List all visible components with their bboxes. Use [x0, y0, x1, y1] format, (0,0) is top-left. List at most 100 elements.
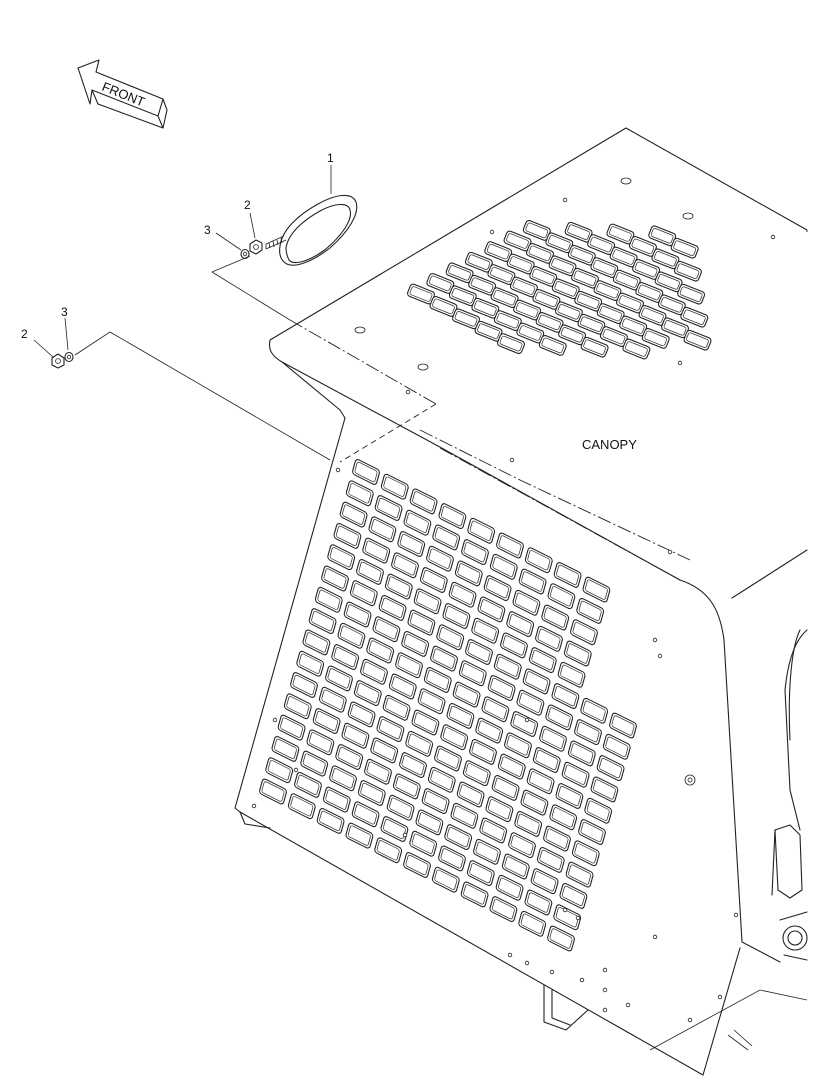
panel-vent-slot	[524, 889, 553, 916]
panel-vent-slot	[456, 781, 485, 808]
panel-vent-slot	[596, 755, 625, 782]
panel-vent-slot	[467, 517, 496, 544]
panel-vent-slot	[539, 725, 567, 752]
panel-vent-slot	[602, 733, 631, 760]
panel-vent-slot	[401, 630, 430, 657]
panel-vent-slot	[444, 824, 473, 851]
panel-vent-slot	[374, 495, 403, 521]
roof-vent-slot	[622, 338, 651, 360]
panel-vent-slot	[584, 797, 613, 824]
panel-vent-slot	[512, 589, 541, 616]
panel-vent-slot	[475, 717, 504, 744]
panel-vent-slot	[454, 560, 483, 587]
panel-vent-slot	[364, 758, 392, 785]
panel-vent-slot	[489, 553, 518, 580]
panel-vent-slot	[312, 708, 341, 734]
panel-vent-slot	[384, 573, 413, 600]
panel-vent-slot	[565, 861, 594, 888]
panel-vent-slot	[450, 802, 479, 829]
panel-vent-slot	[337, 622, 366, 649]
panel-vent-slot	[438, 845, 466, 872]
panel-vent-slot	[436, 624, 465, 651]
panel-vent-slot	[339, 501, 368, 528]
panel-vent-slot	[432, 524, 461, 551]
panel-vent-slot	[265, 757, 294, 784]
panel-vent-slot	[347, 701, 376, 728]
panel-vent-slot	[481, 696, 510, 723]
panel-vent-slot	[561, 761, 590, 788]
panel-vent-slot	[547, 583, 576, 610]
panel-vent-slot	[407, 609, 436, 636]
roof-holes	[354, 177, 776, 555]
canopy-label: CANOPY	[582, 437, 637, 452]
panel-vent-slot	[405, 730, 434, 757]
panel-vent-slot	[306, 729, 335, 756]
panel-vent-slot	[458, 660, 487, 687]
roof-vent-slot	[677, 283, 706, 305]
panel-vent-slot	[590, 776, 619, 803]
panel-vent-slot	[356, 558, 384, 585]
panel-vent-slot	[372, 616, 401, 643]
roof-vent-slot	[683, 329, 712, 351]
panel-vent-slot	[316, 807, 345, 834]
roof-vent-slot	[529, 266, 558, 287]
panel-vent-slot	[423, 666, 452, 693]
panel-vent-slot	[349, 580, 378, 607]
panel-vent-slot	[322, 786, 351, 813]
panel-vent-slot	[580, 697, 609, 724]
panel-vent-slot	[520, 789, 549, 816]
panel-vent-slot	[466, 860, 495, 887]
panel-vent-slot	[473, 838, 501, 865]
panel-vent-slot	[504, 732, 532, 759]
roof-vent-slot	[654, 271, 683, 293]
panel-vent-slot	[376, 716, 405, 743]
panel-vent-slot	[567, 740, 596, 767]
panel-vent-slot	[366, 637, 395, 664]
panel-vent-slot	[329, 765, 357, 792]
panel-vent-slot	[541, 604, 570, 631]
panel-vent-slot	[553, 904, 582, 931]
callout-numbers: 1 2 3 2 3	[21, 151, 334, 341]
leader-lines	[33, 165, 332, 461]
callout-3-lower: 3	[61, 305, 68, 319]
panel-vent-slot	[403, 852, 431, 878]
panel-vent-slot	[318, 686, 347, 713]
panel-vent-slot	[469, 738, 497, 765]
panel-vent-slot	[574, 719, 602, 746]
panel-vent-slot	[465, 639, 493, 665]
panel-vent-slot	[296, 650, 325, 677]
panel-vent-slot	[352, 459, 380, 485]
panel-vent-slot	[510, 711, 539, 737]
panel-vent-slot	[357, 780, 386, 806]
panel-vent-slot	[314, 586, 343, 613]
roof-vent-slot	[680, 306, 709, 328]
panel-vent-slot	[495, 874, 524, 901]
roof-vent-slot	[651, 248, 680, 270]
panel-vent-slot	[496, 532, 524, 559]
roof-vent-slot	[670, 237, 699, 259]
panel-vent-slot	[500, 632, 528, 659]
panel-vent-slot	[526, 768, 555, 795]
panel-vent-slot	[506, 611, 535, 638]
callout-2-upper: 2	[244, 198, 251, 212]
panel-vent-slot	[518, 910, 547, 937]
panel-vent-slot	[570, 619, 598, 646]
roof-vent-slot	[673, 260, 702, 282]
panel-vent-slot	[360, 658, 388, 685]
panel-vent-slot	[368, 516, 397, 543]
panel-vent-slot	[518, 568, 547, 595]
panel-vent-slot	[333, 522, 362, 549]
panel-vent-slot	[290, 672, 318, 698]
roof-vent-slot	[641, 328, 670, 349]
panel-vent-slot	[609, 712, 637, 739]
panel-vent-slot	[532, 747, 561, 773]
panel-vent-slot	[419, 567, 448, 593]
panel-vent-slot	[508, 832, 536, 859]
roof-vent-slot	[648, 225, 677, 247]
front-direction-arrow: FRONT	[77, 59, 168, 129]
panel-vent-slot	[551, 683, 580, 710]
panel-vent-slot	[294, 771, 322, 798]
panel-vent-slot	[524, 547, 553, 574]
callout-2-lower: 2	[21, 327, 28, 341]
panel-vent-slot	[430, 645, 458, 672]
